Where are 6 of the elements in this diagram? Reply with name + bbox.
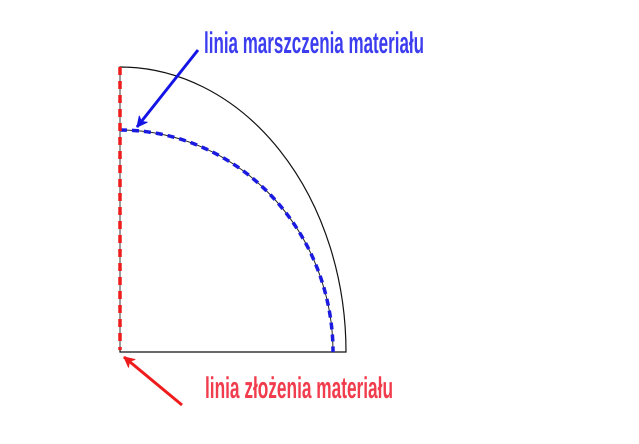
callout-label: linia złożenia materiału: [205, 374, 393, 404]
fold-line: [118, 67, 122, 350]
leader-arrow: [123, 356, 183, 406]
callout-label: linia marszczenia materiału: [204, 29, 424, 59]
leader-arrow: [136, 49, 200, 128]
gathering-line: [120, 128, 335, 352]
